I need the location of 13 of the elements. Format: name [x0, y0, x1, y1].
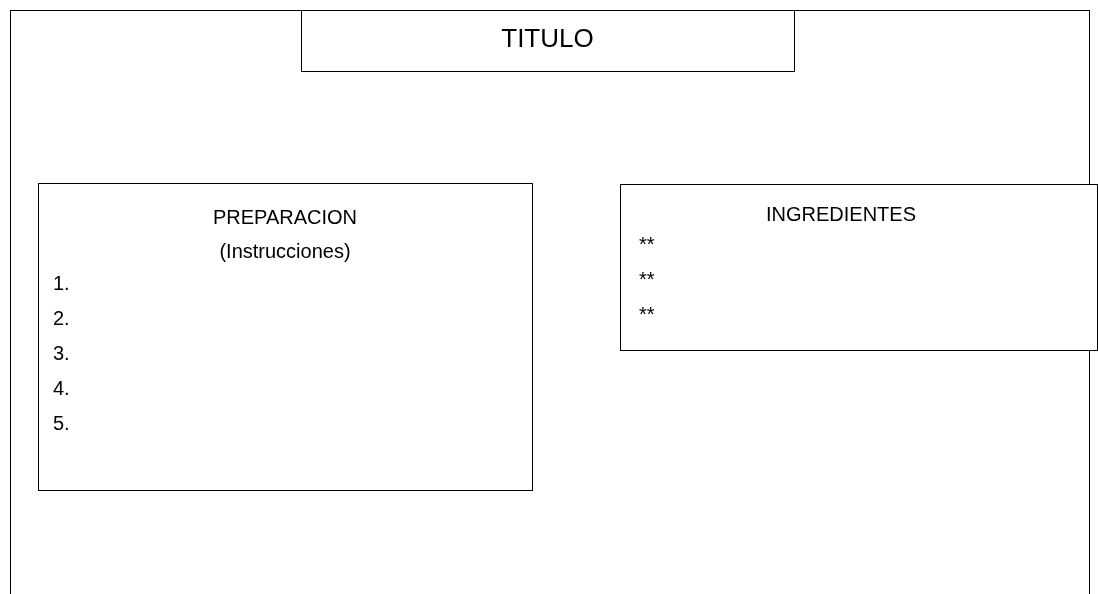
preparation-box: [38, 183, 533, 491]
list-number: 2.: [53, 307, 70, 330]
section-heading: PREPARACION (Instrucciones): [211, 205, 359, 264]
list-number: 1.: [53, 272, 70, 295]
list-number: 4.: [53, 377, 70, 400]
bullet-marker: **: [639, 233, 655, 256]
title-box: [301, 9, 795, 72]
bullet-marker: **: [639, 268, 655, 291]
list-number: 5.: [53, 412, 70, 435]
list-number: 3.: [53, 342, 70, 365]
title-text: TITULO: [500, 22, 595, 54]
bullet-marker: **: [639, 303, 655, 326]
section-heading: INGREDIENTES: [765, 203, 917, 226]
